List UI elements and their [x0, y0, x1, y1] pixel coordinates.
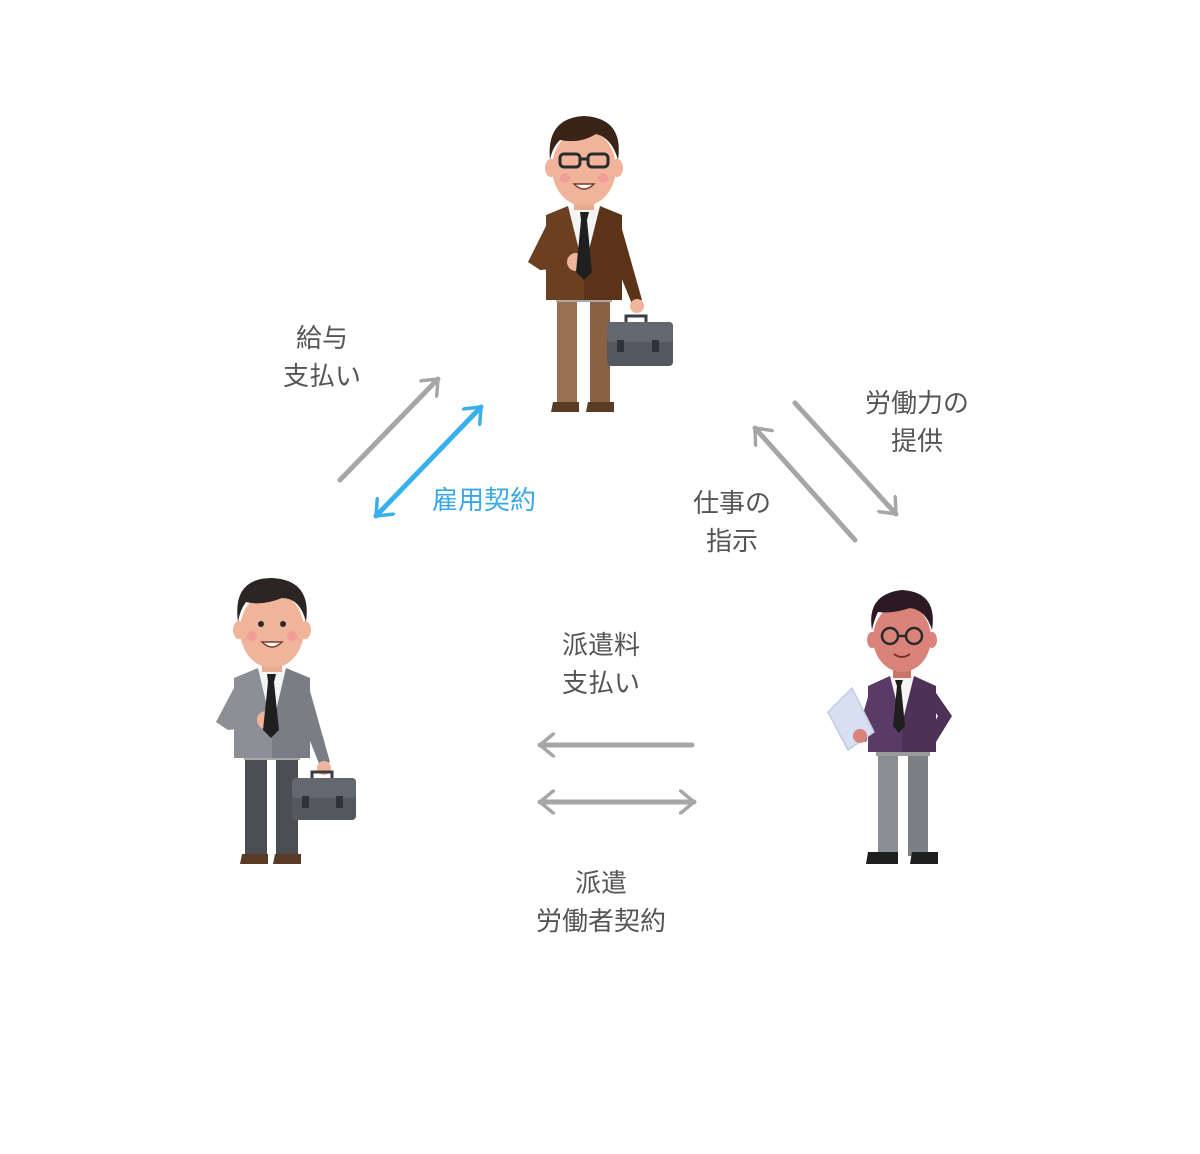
- employment-contract-arrow: [373, 404, 484, 519]
- dispatch-fee-payment-label: 派遣料 支払い: [561, 631, 641, 699]
- dispatch-worker-contract-label: 派遣 労働者契約: [535, 869, 667, 937]
- dispatch-agency-person-icon: [528, 116, 673, 412]
- labor-supply-label: 労働力の 提供: [864, 389, 970, 457]
- work-instruction-arrow: [752, 425, 858, 543]
- salary-payment-label: 給与 支払い: [282, 324, 362, 392]
- dispatched-worker-person-icon: [216, 578, 356, 864]
- work-instruction-label: 仕事の 指示: [692, 489, 772, 557]
- client-company-person-icon: [827, 590, 952, 864]
- employment-contract-label: 雇用契約: [431, 486, 537, 516]
- labor-supply-arrow: [792, 400, 899, 517]
